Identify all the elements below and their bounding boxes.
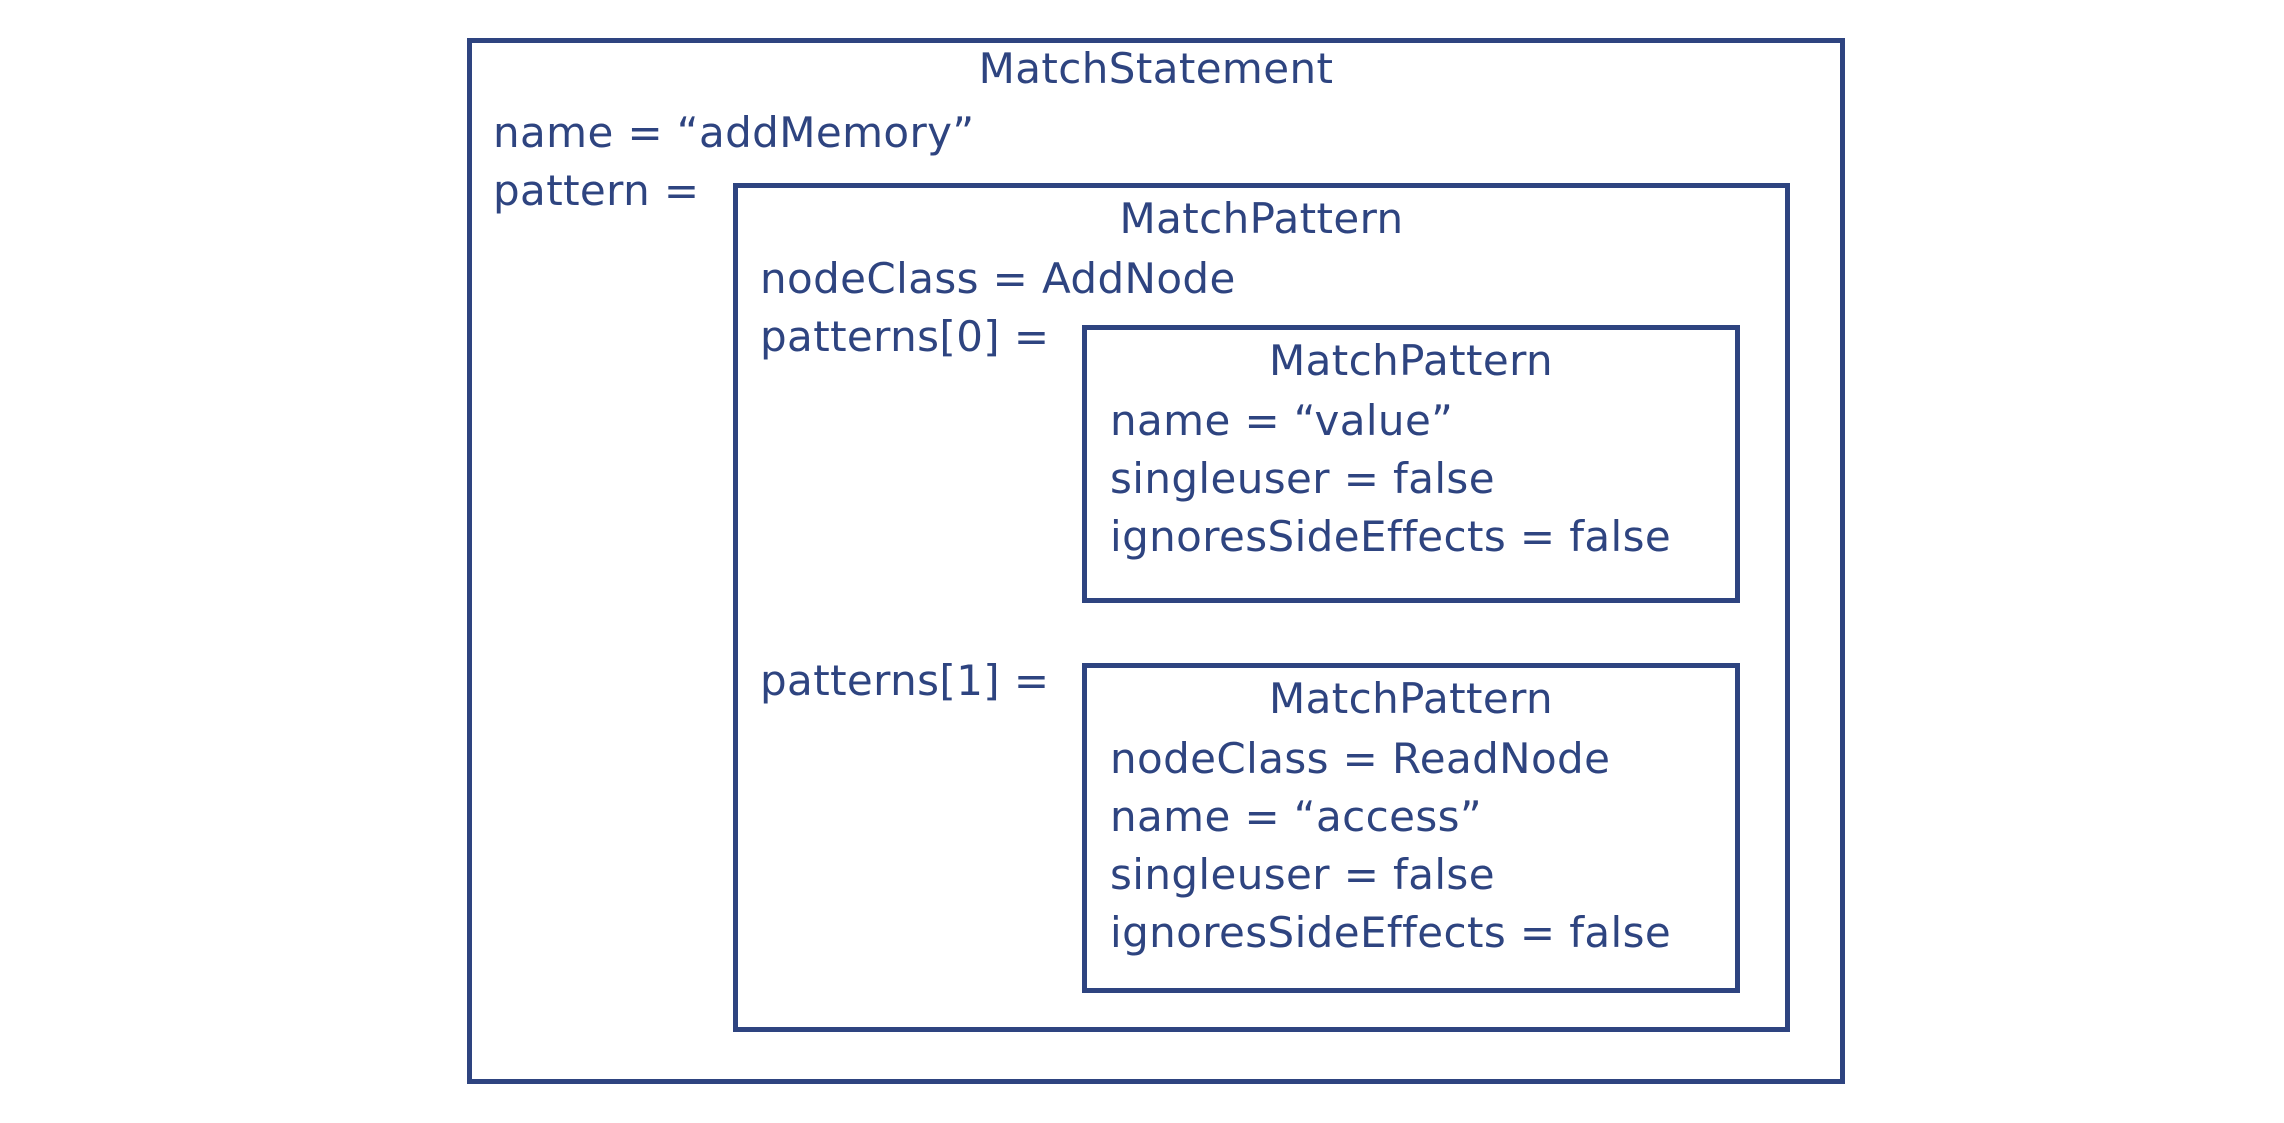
match-pattern-1-field-nodeclass: nodeClass = ReadNode [1110,734,1611,783]
match-pattern-outer-field-patterns1: patterns[1] = [760,656,1050,705]
match-pattern-1-field-singleuser: singleuser = false [1110,850,1495,899]
match-pattern-0-title: MatchPattern [1268,336,1554,385]
match-pattern-0-field-singleuser: singleuser = false [1110,454,1495,503]
match-pattern-0-field-name: name = “value” [1110,396,1454,445]
match-pattern-outer-title: MatchPattern [1119,194,1404,243]
match-pattern-0-field-ignoressideeffects: ignoresSideEffects = false [1110,512,1672,561]
match-pattern-box-0 [1082,325,1740,603]
match-pattern-outer-field-patterns0: patterns[0] = [760,312,1050,361]
match-pattern-box-1 [1082,663,1740,993]
match-pattern-outer-field-nodeclass: nodeClass = AddNode [760,254,1236,303]
match-statement-title: MatchStatement [978,44,1334,93]
match-statement-field-pattern: pattern = [493,166,700,215]
match-pattern-1-field-ignoressideeffects: ignoresSideEffects = false [1110,908,1672,957]
match-statement-field-name: name = “addMemory” [493,108,975,157]
match-pattern-1-field-name: name = “access” [1110,792,1483,841]
match-pattern-1-title: MatchPattern [1268,674,1554,723]
